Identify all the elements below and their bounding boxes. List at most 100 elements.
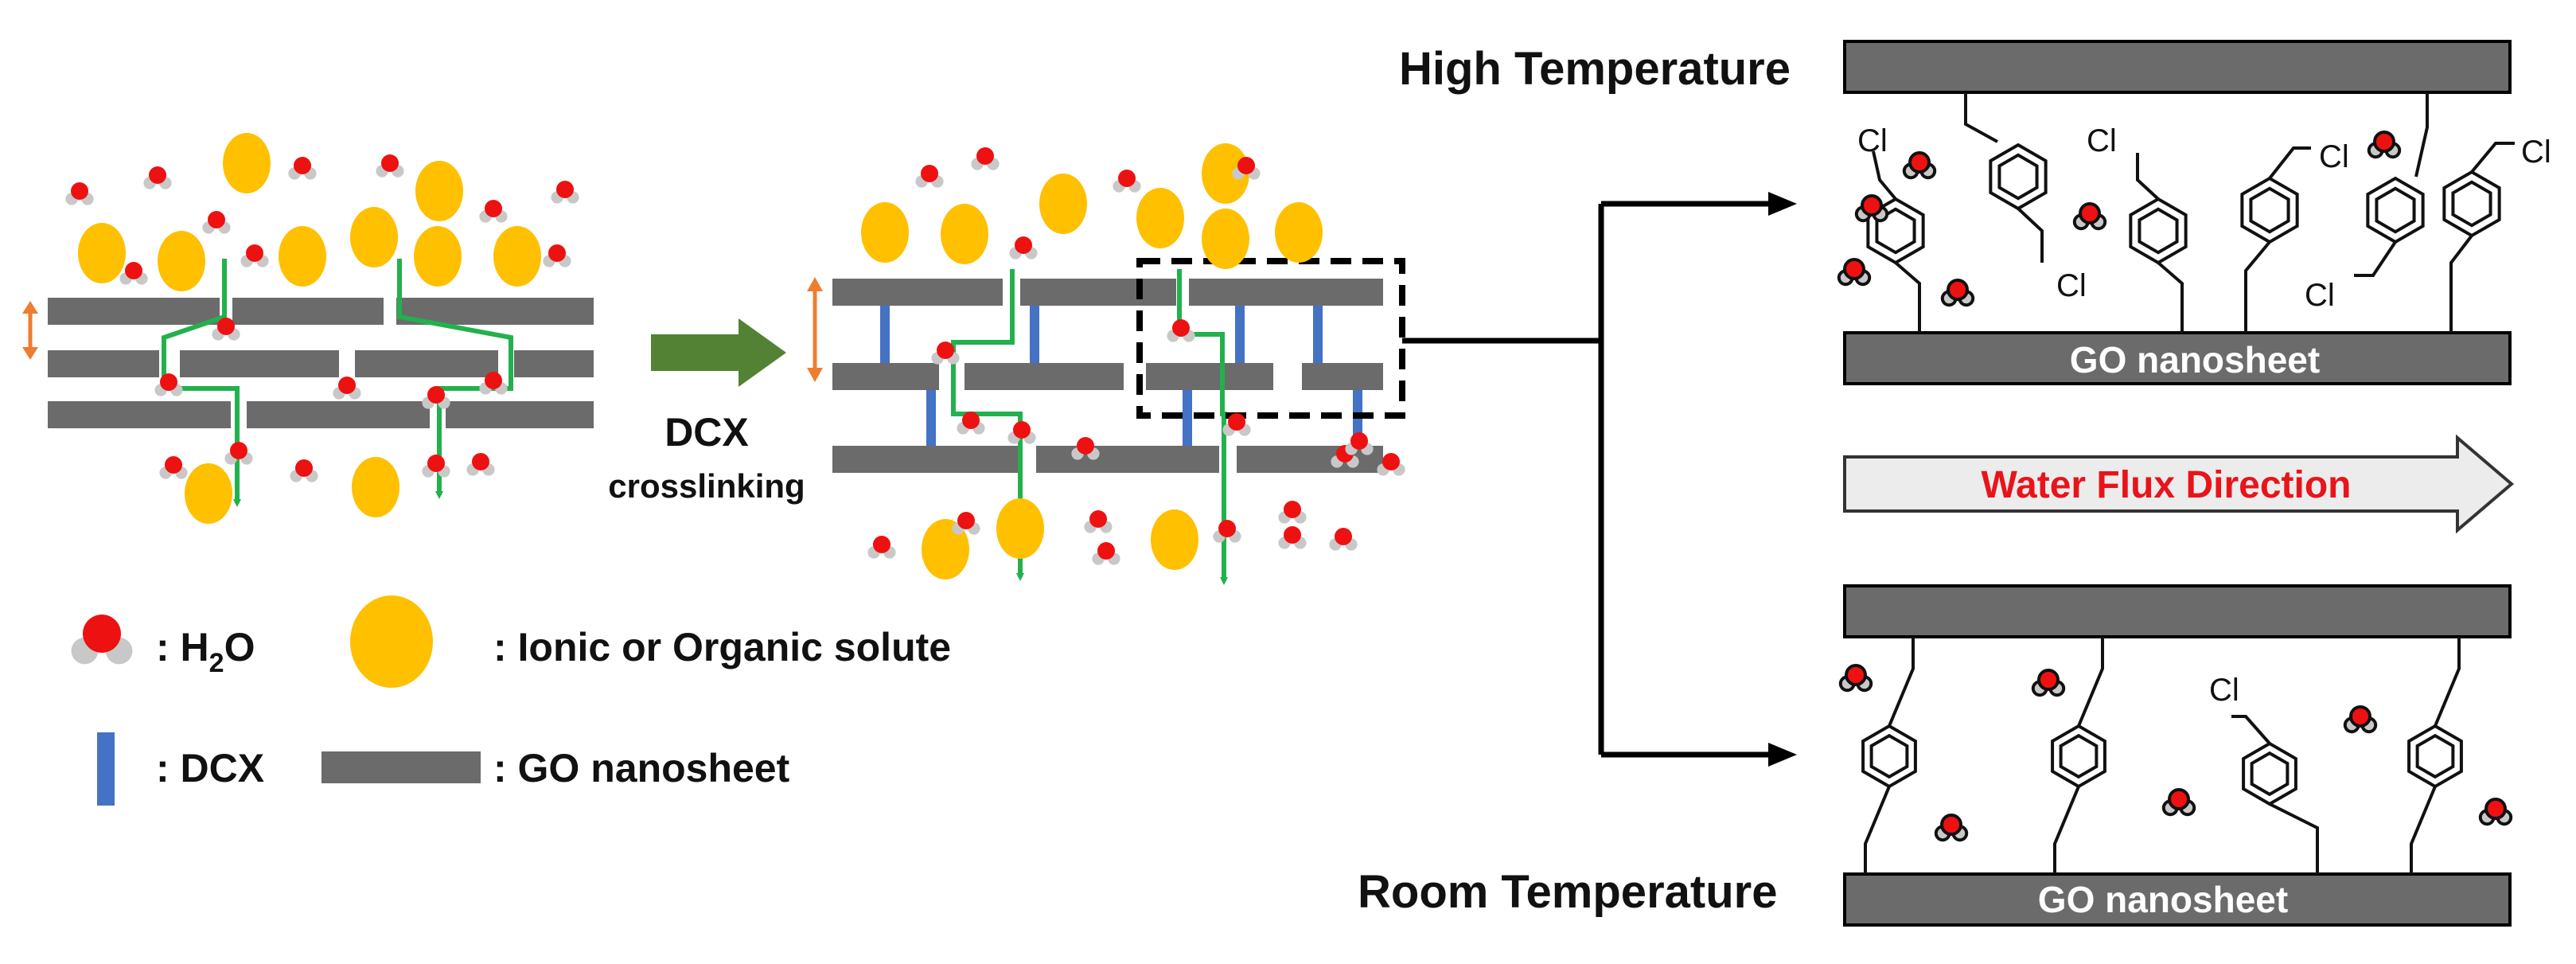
process-arrow <box>651 318 786 387</box>
high-temperature-label: High Temperature <box>1399 43 1791 95</box>
benzene-ring <box>2129 197 2188 265</box>
water-molecule <box>224 442 253 465</box>
water-molecule <box>1222 413 1251 436</box>
dcx-crosslinker <box>1030 302 1039 366</box>
benzene-ring <box>1861 724 1917 789</box>
solute-particle <box>185 463 232 524</box>
water-molecule <box>2161 788 2196 817</box>
water-molecule <box>1167 319 1195 342</box>
pristine-go-membrane <box>22 259 594 507</box>
water-molecule <box>1084 510 1113 533</box>
legend-go: : GO nanosheet <box>493 746 790 790</box>
linker-bond <box>2269 802 2319 874</box>
dcx-molecules: Cl <box>1838 637 2513 874</box>
water-molecule <box>1278 526 1307 549</box>
linker-bond <box>2136 153 2160 201</box>
dcx-crosslinker <box>1235 302 1245 366</box>
go-sheet <box>48 298 220 325</box>
water-molecule <box>1854 194 1889 223</box>
water-molecule <box>466 453 495 476</box>
water-molecule <box>1071 437 1100 460</box>
go-sheet <box>1036 446 1219 473</box>
go-sheet-bottom <box>1843 331 2512 385</box>
linker-bond <box>1888 637 1915 727</box>
water-path <box>951 269 1024 581</box>
process-label-dcx: DCX <box>664 410 749 455</box>
benzene-ring <box>2407 724 2463 789</box>
zoom-box <box>1136 258 1405 419</box>
go-nanosheet-label: GO nanosheet <box>2070 339 2320 381</box>
solute-particle <box>996 498 1044 559</box>
water-molecule <box>1838 664 1873 693</box>
solute-particle <box>158 231 205 291</box>
solute-particle <box>415 161 463 221</box>
water-molecule <box>376 154 404 178</box>
water-molecule <box>551 181 579 204</box>
water-molecule <box>1934 814 1969 842</box>
solute-particle <box>1039 174 1087 234</box>
solute-particle <box>941 204 988 264</box>
water-molecule <box>1837 258 1872 287</box>
legend-solute: : Ionic or Organic solute <box>493 625 951 669</box>
water-molecule <box>1377 453 1405 476</box>
water-molecule <box>2031 669 2066 697</box>
benzene-ring <box>2442 170 2501 238</box>
go-sheet <box>1146 363 1273 390</box>
crosslinked-go-membrane <box>807 258 1405 585</box>
go-sheet <box>1189 279 1383 306</box>
go-sheet <box>355 350 498 377</box>
water-molecule <box>931 341 960 365</box>
solute-particle <box>279 226 326 287</box>
legend-go-icon <box>322 751 481 783</box>
go-sheet <box>48 350 159 377</box>
benzene-ring <box>2366 176 2425 244</box>
go-sheet-top <box>1843 584 2512 638</box>
water-molecule <box>422 386 450 409</box>
water-molecule <box>2072 202 2107 231</box>
linker-bond <box>2434 637 2461 727</box>
water-molecule <box>543 244 571 267</box>
solute-particle <box>223 133 271 193</box>
water-molecule <box>288 157 317 180</box>
legend-dcx-icon <box>97 732 115 806</box>
legend: : H2O : Ionic or Organic solute : DCX : … <box>71 595 951 806</box>
water-molecule <box>1345 432 1374 455</box>
water-molecule <box>479 372 508 395</box>
benzene-ring <box>2240 176 2299 244</box>
go-sheet <box>446 401 594 428</box>
solute-layer <box>78 133 1323 580</box>
water-molecule <box>915 165 944 188</box>
legend-water-icon <box>71 615 133 665</box>
dcx-crosslinker <box>1313 302 1323 366</box>
water-flux-label: Water Flux Direction <box>1982 464 2352 506</box>
water-molecule <box>957 412 985 435</box>
water-molecule <box>143 166 172 189</box>
water-molecule <box>119 262 148 285</box>
solute-particle <box>1151 509 1198 570</box>
dcx-crosslinker <box>880 302 890 366</box>
dcx-crosslinker <box>1183 390 1192 446</box>
water-molecule <box>290 459 318 482</box>
go-sheet <box>1302 363 1383 390</box>
water-molecule <box>1940 279 1975 307</box>
chlorine-label: Cl <box>2056 268 2087 303</box>
spacing-arrow <box>22 301 38 360</box>
legend-solute-icon <box>350 595 433 688</box>
solute-particle <box>350 207 398 267</box>
solute-particle <box>1202 209 1249 269</box>
water-molecule <box>971 147 1000 170</box>
go-sheet <box>48 401 231 428</box>
go-sheet <box>180 350 339 377</box>
chlorine-label: Cl <box>1857 123 1888 158</box>
solute-particle <box>1275 202 1323 263</box>
room-temperature-label: Room Temperature <box>1358 866 1777 918</box>
solute-particle <box>414 226 462 287</box>
water-molecule <box>867 536 896 559</box>
water-molecule <box>2478 798 2513 826</box>
linker-bond <box>1872 150 1897 201</box>
water-layer <box>65 147 1405 565</box>
